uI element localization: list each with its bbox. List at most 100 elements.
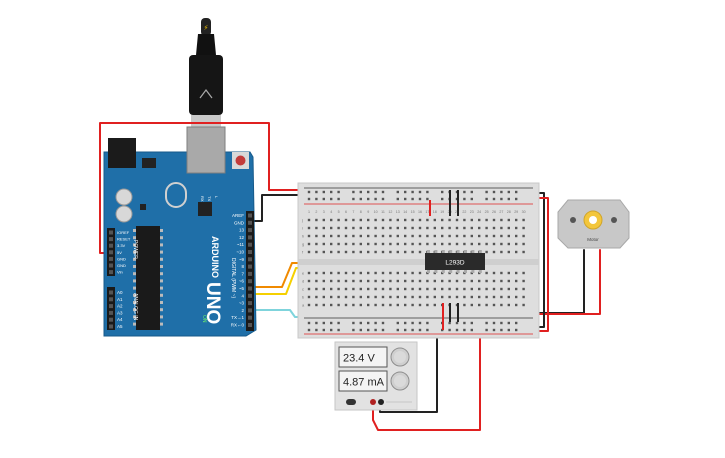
rail-hole[interactable] [507,321,510,325]
hole[interactable] [478,218,481,222]
hole[interactable] [455,218,459,222]
power-pin-socket[interactable] [109,270,113,275]
rail-hole[interactable] [307,328,311,332]
rail-hole[interactable] [359,321,362,325]
hole[interactable] [500,234,503,238]
hole[interactable] [492,218,496,222]
hole[interactable] [515,287,518,291]
hole[interactable] [507,271,510,275]
power-pin-socket[interactable] [109,237,113,242]
hole[interactable] [374,234,377,238]
l293d-chip[interactable]: L293D [425,250,485,273]
hole[interactable] [418,218,422,222]
hole[interactable] [426,279,429,283]
hole[interactable] [411,234,414,238]
rail-hole[interactable] [330,197,333,201]
hole[interactable] [359,279,362,283]
rail-hole[interactable] [463,328,466,332]
hole[interactable] [507,218,510,222]
hole[interactable] [374,271,377,275]
power-pin-socket[interactable] [109,243,113,248]
hole[interactable] [344,242,348,246]
rail-hole[interactable] [315,197,318,201]
rail-hole[interactable] [500,190,503,194]
hole[interactable] [500,303,503,307]
rail-hole[interactable] [411,328,414,332]
hole[interactable] [485,226,488,230]
hole[interactable] [396,250,399,254]
hole[interactable] [485,218,488,222]
hole[interactable] [337,226,340,230]
hole[interactable] [411,279,414,283]
hole[interactable] [492,250,496,254]
rail-hole[interactable] [455,321,459,325]
hole[interactable] [337,250,340,254]
hole[interactable] [359,226,362,230]
hole[interactable] [433,279,436,283]
rail-hole[interactable] [367,197,370,201]
hole[interactable] [515,303,518,307]
hole[interactable] [515,242,518,246]
rail-hole[interactable] [315,190,318,194]
hole[interactable] [367,234,370,238]
hole[interactable] [337,295,340,299]
rail-hole[interactable] [500,328,503,332]
hole[interactable] [381,218,385,222]
rail-hole[interactable] [418,190,422,194]
digital-header[interactable] [246,211,254,331]
rail-hole[interactable] [352,328,355,332]
rail-hole[interactable] [322,197,325,201]
usb-cable[interactable]: ⚡ [189,18,223,127]
rail-hole[interactable] [441,197,444,201]
hole[interactable] [433,226,436,230]
hole[interactable] [315,218,318,222]
hole[interactable] [396,271,399,275]
rail-hole[interactable] [367,321,370,325]
hole[interactable] [426,234,429,238]
hole[interactable] [315,250,318,254]
rail-hole[interactable] [426,328,429,332]
rail-hole[interactable] [426,197,429,201]
hole[interactable] [470,234,473,238]
hole[interactable] [507,287,510,291]
hole[interactable] [418,242,422,246]
hole[interactable] [522,242,525,246]
hole[interactable] [322,218,325,222]
hole[interactable] [352,250,355,254]
rail-hole[interactable] [492,197,496,201]
hole[interactable] [470,287,473,291]
hole[interactable] [478,295,481,299]
hole[interactable] [344,279,348,283]
rail-hole[interactable] [396,321,399,325]
rail-hole[interactable] [507,190,510,194]
hole[interactable] [478,234,481,238]
hole[interactable] [478,287,481,291]
hole[interactable] [404,226,407,230]
rail-hole[interactable] [485,321,488,325]
hole[interactable] [374,218,377,222]
hole[interactable] [337,234,340,238]
hole[interactable] [352,226,355,230]
hole[interactable] [411,226,414,230]
hole[interactable] [522,226,525,230]
hole[interactable] [389,234,392,238]
hole[interactable] [492,242,496,246]
rail-hole[interactable] [359,190,362,194]
hole[interactable] [433,218,436,222]
hole[interactable] [441,226,444,230]
hole[interactable] [507,250,510,254]
hole[interactable] [396,242,399,246]
hole[interactable] [352,303,355,307]
rail-hole[interactable] [463,197,466,201]
power-pin-socket[interactable] [109,263,113,268]
hole[interactable] [455,287,459,291]
analog-pin-socket[interactable] [109,317,113,322]
hole[interactable] [359,242,362,246]
hole[interactable] [485,295,488,299]
hole[interactable] [389,295,392,299]
hole[interactable] [492,295,496,299]
hole[interactable] [315,279,318,283]
hole[interactable] [507,295,510,299]
power-supply[interactable]: 23.4 V 4.87 mA [334,341,418,411]
